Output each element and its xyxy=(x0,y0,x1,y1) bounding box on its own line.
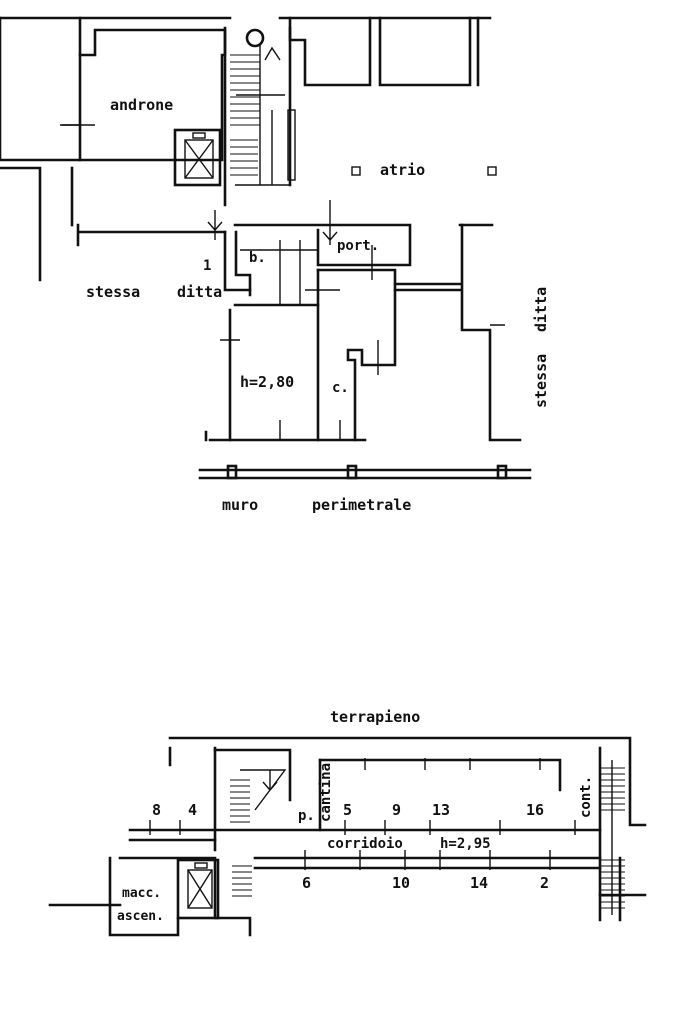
label-stessa-left: stessa xyxy=(86,283,140,301)
label-height-upper: h=2,80 xyxy=(240,373,294,391)
label-muro: muro xyxy=(222,496,258,514)
cellar-number: 10 xyxy=(392,874,410,892)
label-perimetrale: perimetrale xyxy=(312,496,411,514)
label-corridoio: corridoio xyxy=(327,836,403,852)
label-atrio: atrio xyxy=(380,161,425,179)
cellar-number: 13 xyxy=(432,801,450,819)
cellar-number: 16 xyxy=(526,801,544,819)
elevator-shaft-lower xyxy=(176,858,220,920)
cellar-number: 2 xyxy=(540,874,549,892)
label-cont: cont. xyxy=(578,776,594,818)
label-androne: androne xyxy=(110,96,173,114)
label-cantina: cantina xyxy=(318,763,334,822)
cellar-number: 5 xyxy=(343,801,352,819)
cellar-number: 6 xyxy=(302,874,311,892)
label-p: p. xyxy=(298,808,315,824)
label-step-1: 1 xyxy=(203,258,211,274)
cellar-numbers-top: 8 4 5 9 13 16 xyxy=(152,801,544,819)
cellar-number: 4 xyxy=(188,801,197,819)
elevator-shaft-upper xyxy=(173,128,222,187)
stairs-upper xyxy=(223,26,296,207)
cellar-numbers-bottom: 6 10 14 2 xyxy=(302,874,549,892)
label-terrapieno: terrapieno xyxy=(330,708,420,726)
cellar-number: 8 xyxy=(152,801,161,819)
cellar-number: 9 xyxy=(392,801,401,819)
label-c: c. xyxy=(332,380,349,396)
cellar-number: 14 xyxy=(470,874,488,892)
label-port: port. xyxy=(337,238,379,254)
label-macc: macc. xyxy=(122,886,161,901)
label-b: b. xyxy=(249,250,266,266)
label-ditta-right: ditta xyxy=(532,287,550,332)
label-height-lower: h=2,95 xyxy=(440,836,491,852)
label-ascen: ascen. xyxy=(117,909,164,924)
upper-floor-plan xyxy=(0,16,532,480)
label-ditta-left: ditta xyxy=(177,283,222,301)
stairs-lower-left xyxy=(230,769,287,897)
label-stessa-right: stessa xyxy=(532,354,550,408)
lower-floor-plan xyxy=(48,736,647,937)
stairs-lower-right xyxy=(600,760,625,915)
